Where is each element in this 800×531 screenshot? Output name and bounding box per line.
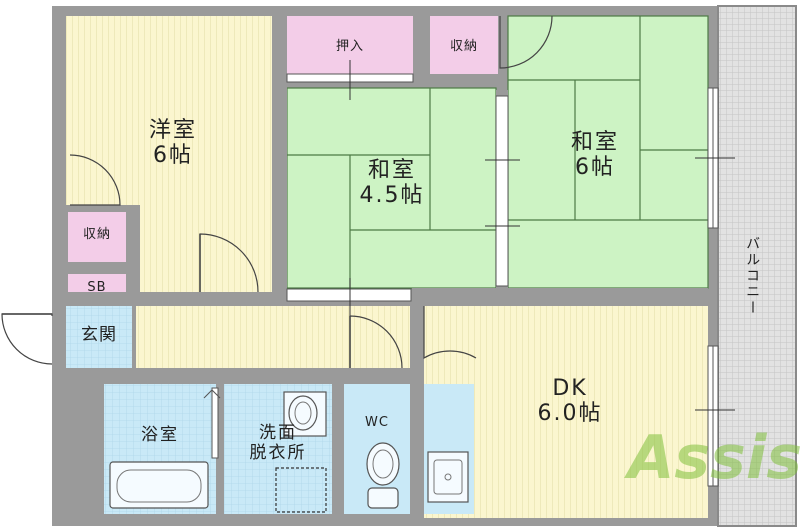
closet-top-label: 収納 (449, 39, 478, 54)
shoe-box-label: SB (87, 280, 107, 295)
japanese-room-small-label: 和室 4.5帖 (332, 158, 452, 209)
oshiire-label: 押入 (335, 39, 364, 54)
closet-top-area (430, 16, 498, 74)
bathtub-icon (109, 461, 209, 509)
watermark-logo: Assist (624, 423, 800, 493)
japanese-room-small-size: 4.5帖 (359, 183, 425, 209)
japanese-room-large-label: 和室 6帖 (540, 130, 650, 181)
japanese-room-large-name: 和室 (570, 130, 619, 155)
japanese-room-small-floor (286, 87, 497, 289)
western-room-size: 6帖 (153, 143, 193, 169)
dk-label: DK 6.0帖 (510, 376, 630, 427)
washroom-line2: 脱衣所 (249, 442, 307, 463)
entrance-label: 玄関 (81, 325, 117, 345)
entrance-floor (66, 306, 132, 368)
bath-label: 浴室 (141, 425, 179, 445)
balcony-area (717, 5, 797, 527)
washroom-label: 洗面 脱衣所 (224, 423, 332, 463)
western-room-name: 洋室 (148, 118, 197, 143)
closet-left-label: 収納 (82, 227, 111, 242)
dk-size: 6.0帖 (537, 401, 603, 427)
toilet-icon (366, 442, 400, 509)
western-room-label: 洋室 6帖 (118, 118, 228, 169)
balcony-label: バルコニー (744, 236, 761, 316)
dk-name: DK (552, 376, 588, 401)
closet-left-area (68, 212, 126, 262)
window-east-lower (707, 345, 719, 487)
washing-machine-pan (275, 467, 327, 513)
japanese-room-large-size: 6帖 (575, 155, 615, 181)
hallway-floor (136, 306, 416, 368)
japanese-room-large-floor (507, 15, 709, 289)
wash-basin-icon (283, 391, 327, 437)
toilet-label: WC (365, 415, 389, 430)
washroom-line1: 洗面 (259, 423, 297, 443)
japanese-room-small-name: 和室 (367, 158, 416, 183)
kitchen-sink-icon (427, 451, 469, 503)
